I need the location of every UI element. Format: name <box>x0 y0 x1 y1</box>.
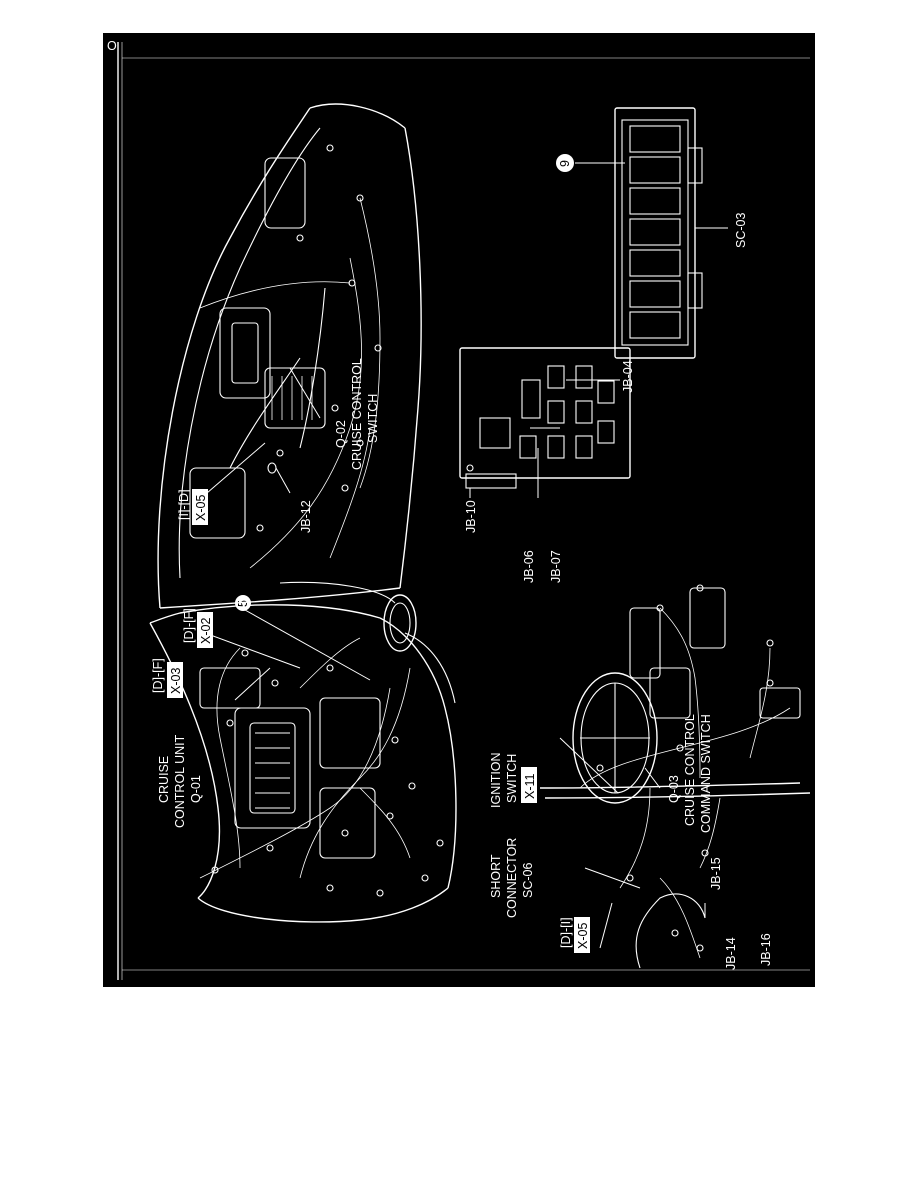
steering-column-illustration <box>539 584 811 969</box>
callout-5-text: 5 <box>236 600 250 607</box>
engine-bay-illustration <box>149 581 457 923</box>
df-box-1 <box>167 662 183 698</box>
q03-line1: Q-03 <box>667 775 681 803</box>
jb06-label: JB-06 <box>522 550 536 583</box>
short-connector-block-illustration <box>575 107 728 359</box>
short-connector-line2: CONNECTOR <box>505 838 519 918</box>
ignition-line1: IGNITION <box>489 752 503 808</box>
ignition-box <box>521 767 537 803</box>
id-label: [I]-[D] <box>177 489 191 520</box>
dashboard-illustration <box>157 103 422 609</box>
cruise-unit-title-line3: Q-01 <box>189 775 203 803</box>
df-label-1: [D]-[F] <box>151 658 165 693</box>
jb04-label: JB-04 <box>621 360 635 393</box>
id-box-text: X-05 <box>194 495 208 521</box>
corner-mark: O <box>107 39 117 53</box>
q03-line3: COMMAND SWITCH <box>699 714 713 833</box>
q02-line1: Q-02 <box>334 420 348 448</box>
cruise-unit-title-line2: CONTROL UNIT <box>173 734 187 828</box>
df-box-2-text: X-02 <box>199 618 213 644</box>
df-box-1-text: X-03 <box>169 668 183 694</box>
jb15-label: JB-15 <box>709 857 723 890</box>
sc03-label: SC-03 <box>734 213 748 248</box>
q02-line2: CRUISE CONTROL <box>350 358 364 470</box>
df-label-2: [D]-[F] <box>182 608 196 643</box>
sc03-cells <box>629 125 681 339</box>
jb07-label: JB-07 <box>549 550 563 583</box>
diagram-panel <box>103 33 815 987</box>
jb10-label: JB-10 <box>464 500 478 533</box>
ignition-box-text: X-11 <box>523 773 537 799</box>
q02-line3: SWITCH <box>366 394 380 443</box>
di-label: [D]-[I] <box>559 917 573 948</box>
id-box <box>192 489 208 525</box>
di-box <box>574 917 590 953</box>
jb16-label: JB-16 <box>759 933 773 966</box>
jb12-label: JB-12 <box>299 500 313 533</box>
q03-line2: CRUISE CONTROL <box>683 714 697 826</box>
jb14-label: JB-14 <box>724 937 738 970</box>
short-connector-line1: SHORT <box>489 854 503 898</box>
cruise-unit-title-line1: CRUISE <box>157 756 171 803</box>
short-connector-line3: SC-06 <box>521 863 535 898</box>
ignition-line2: SWITCH <box>505 754 519 803</box>
callout-9-circle <box>556 154 574 172</box>
callout-9-text: 9 <box>558 160 572 167</box>
di-box-text: X-05 <box>576 923 590 949</box>
junction-box-illustration <box>459 347 631 498</box>
df-box-2 <box>197 612 213 648</box>
